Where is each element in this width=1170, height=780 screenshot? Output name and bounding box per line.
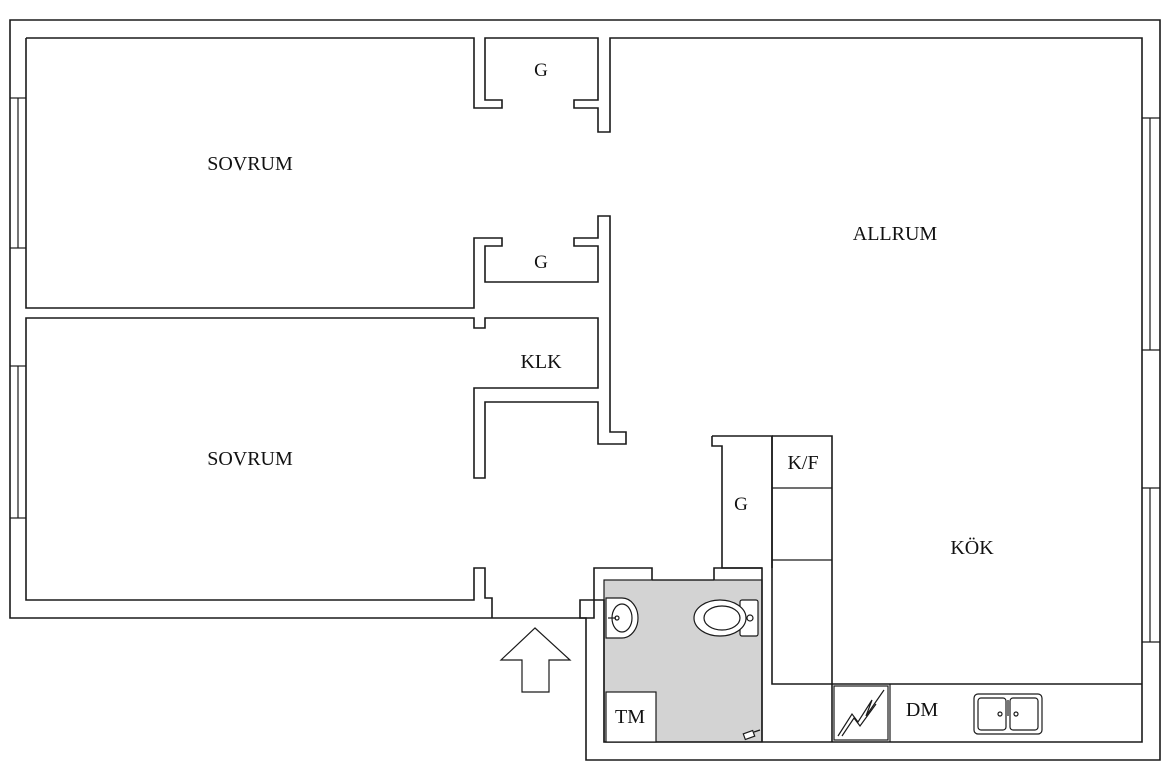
- electric-panel-icon: [833, 685, 889, 741]
- room-label-dishwasher: DM: [906, 699, 938, 721]
- entrance-arrow-icon: [499, 627, 572, 693]
- floor-drain-icon: [742, 729, 761, 741]
- room-label-wardrobe-mid: G: [534, 252, 548, 273]
- room-label-bedroom-top: SOVRUM: [207, 153, 293, 175]
- kitchen-sink-icon: [973, 693, 1043, 735]
- room-label-walk-in-closet: KLK: [520, 351, 562, 373]
- top-bedroom-room: [25, 38, 627, 618]
- outer-wall-outer: [9, 19, 1161, 761]
- toilet-icon: [693, 599, 759, 637]
- washing-machine-box: [605, 691, 657, 743]
- room-label-bedroom-bottom: SOVRUM: [207, 448, 293, 470]
- room-label-kitchen: KÖK: [950, 536, 994, 559]
- top-bedroom-wall-inner: [26, 37, 1143, 743]
- room-label-living-room: ALLRUM: [853, 223, 938, 245]
- wash-basin-icon: [605, 597, 639, 639]
- room-label-wardrobe-kitchen: G: [734, 494, 748, 515]
- kitchen-counter-left: [771, 435, 1142, 742]
- room-label-wardrobe-top: G: [534, 60, 548, 81]
- room-label-washing-machine: TM: [615, 706, 645, 728]
- room-label-fridge-freezer: K/F: [787, 452, 818, 474]
